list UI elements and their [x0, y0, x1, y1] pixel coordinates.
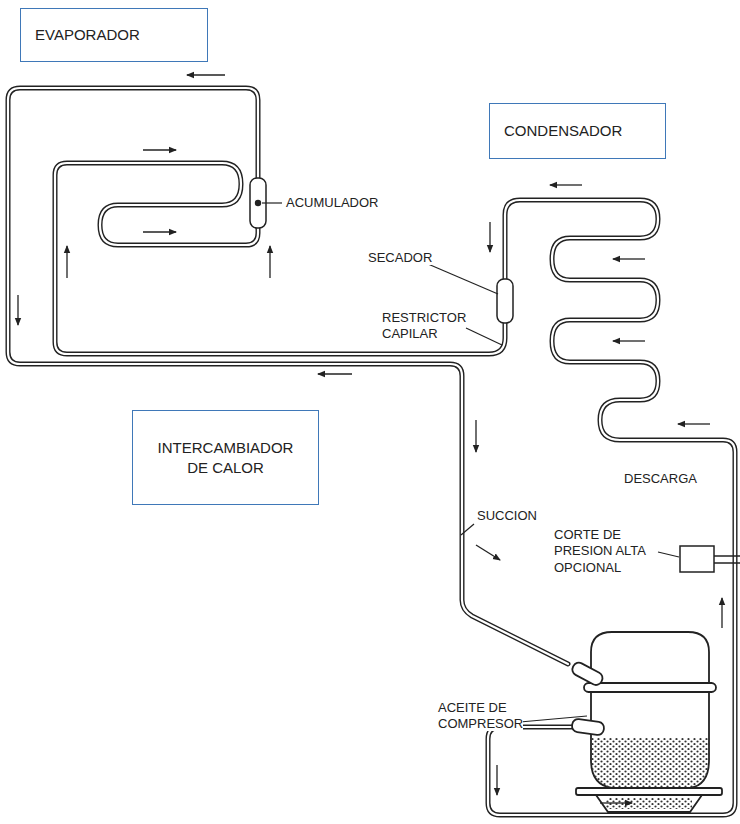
condenser-box: CONDENSADOR — [489, 103, 666, 159]
pressure-switch — [680, 546, 740, 572]
heat-exchanger-box: INTERCAMBIADOR DE CALOR — [132, 410, 319, 505]
suction-label: SUCCION — [477, 508, 547, 524]
dryer — [497, 279, 513, 323]
part-label: SECADOR — [368, 250, 432, 265]
part-label: ACEITE DE COMPRESOR — [438, 700, 523, 731]
discharge-label: DESCARGA — [624, 471, 714, 487]
leader-lines — [262, 203, 679, 722]
box-title: EVAPORADOR — [35, 25, 140, 45]
dryer-label: SECADOR — [368, 250, 432, 266]
part-label: RESTRICTOR CAPILAR — [382, 310, 466, 341]
evaporator-box: EVAPORADOR — [20, 8, 208, 62]
capillary-label: RESTRICTOR CAPILAR — [382, 310, 474, 343]
part-label: DESCARGA — [624, 471, 697, 486]
compressor-oil-label: ACEITE DE COMPRESOR — [438, 700, 530, 733]
box-title: INTERCAMBIADOR DE CALOR — [147, 438, 304, 477]
part-label: SUCCION — [477, 508, 537, 523]
accumulator-label: ACUMULADOR — [286, 195, 396, 211]
compressor — [570, 632, 722, 812]
flow-arrows — [18, 75, 722, 803]
box-title: CONDENSADOR — [504, 121, 622, 141]
part-label: CORTE DE PRESION ALTA OPCIONAL — [554, 527, 646, 575]
part-label: ACUMULADOR — [286, 195, 378, 210]
tubing — [8, 88, 735, 815]
pressure-cutout-label: CORTE DE PRESION ALTA OPCIONAL — [554, 527, 660, 576]
